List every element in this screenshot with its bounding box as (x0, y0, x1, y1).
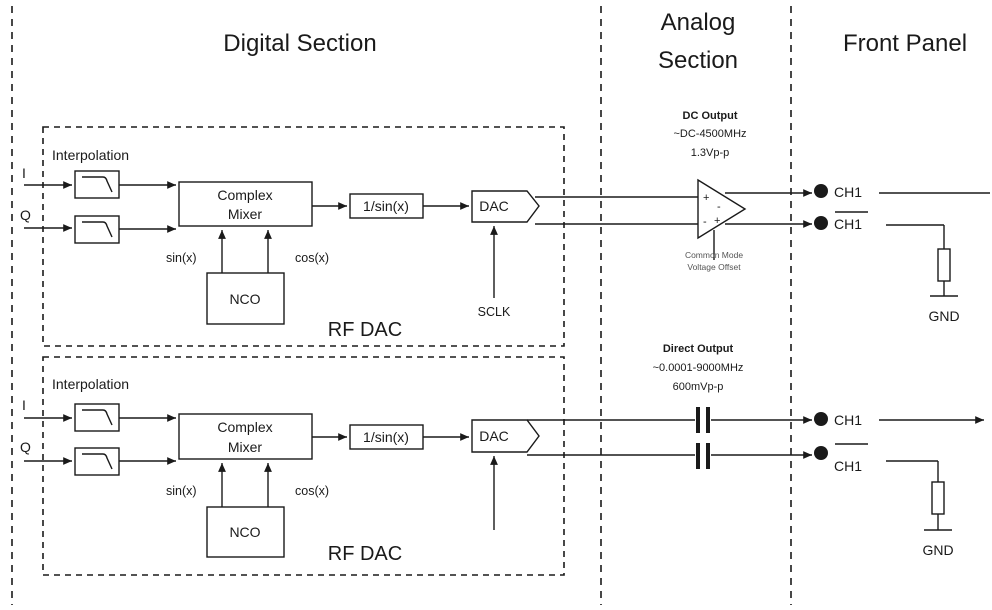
nco-label: NCO (229, 524, 260, 540)
rf-dac-bottom: Interpolation RF DAC I Q Complex Mixer N… (20, 356, 565, 576)
sclk-label: SCLK (478, 305, 511, 319)
sinc-label: 1/sin(x) (363, 198, 409, 214)
lowpass-filter-icon (82, 221, 113, 238)
gnd-label: GND (922, 542, 953, 558)
nco-block (206, 506, 285, 558)
dac-block (471, 419, 540, 453)
front-panel-bottom: CH1 CH1 GND (814, 412, 984, 558)
mixer-label-line2: Mixer (228, 206, 263, 222)
sinc-label: 1/sin(x) (363, 429, 409, 445)
input-q-label: Q (20, 439, 31, 455)
lowpass-filter-icon (82, 176, 113, 193)
mixer-label-line1: Complex (217, 419, 272, 435)
front-panel-top: CH1 CH1 GND (814, 184, 990, 324)
sinc-compensation-block (349, 193, 424, 219)
direct-output-title: Direct Output (663, 343, 734, 355)
input-q-label: Q (20, 207, 31, 223)
mixer-label-line1: Complex (217, 187, 272, 203)
interpolation-label: Interpolation (52, 376, 129, 392)
rf-dac-top: Interpolation RF DAC I Q Complex Mixer N… (20, 126, 565, 347)
amp-plus-inner-icon: - (717, 201, 721, 213)
lowpass-filter-i (74, 170, 120, 199)
sinc-compensation-block (349, 424, 424, 450)
amp-minus-icon: - (703, 216, 707, 228)
termination-resistor (931, 481, 945, 515)
mixer-label-line2: Mixer (228, 439, 263, 455)
cos-label: cos(x) (295, 484, 329, 498)
gnd-label: GND (928, 308, 959, 324)
connector-ch1-bar (814, 446, 828, 460)
complex-mixer (178, 413, 313, 460)
connector-ch1 (814, 412, 828, 426)
input-i-label: I (22, 397, 26, 413)
interpolation-label: Interpolation (52, 147, 129, 163)
dac-label: DAC (479, 428, 509, 444)
dc-output-range: ~DC-4500MHz (673, 128, 746, 140)
connector-ch1-bar (814, 216, 828, 230)
common-mode-label-line1: Common Mode (685, 250, 743, 260)
ch1-bar-label: CH1 (834, 458, 862, 474)
analog-section-title-line2: Section (658, 47, 738, 74)
sin-label: sin(x) (166, 484, 197, 498)
rf-dac-top-boundary (42, 126, 565, 347)
lowpass-filter-i (74, 403, 120, 432)
rf-dac-label: RF DAC (328, 543, 402, 565)
digital-section-title: Digital Section (223, 30, 376, 57)
complex-mixer (178, 181, 313, 227)
ch1-label: CH1 (834, 412, 862, 428)
termination-resistor (937, 248, 951, 282)
lowpass-filter-icon (82, 453, 113, 470)
direct-output-range: ~0.0001-9000MHz (653, 362, 744, 374)
common-mode-label-line2: Voltage Offset (687, 262, 741, 272)
analog-section-title-line1: Analog (661, 9, 736, 36)
dac-block (471, 190, 540, 223)
connector-ch1 (814, 184, 828, 198)
lowpass-filter-q (74, 215, 120, 244)
dc-output-title: DC Output (683, 110, 738, 122)
amp-plus-icon: + (703, 192, 709, 204)
rf-dac-bottom-boundary (42, 356, 565, 576)
dc-output-amplitude: 1.3Vp-p (691, 147, 730, 159)
direct-output-amplitude: 600mVp-p (673, 381, 724, 393)
input-i-label: I (22, 165, 26, 181)
front-panel-title: Front Panel (843, 30, 967, 57)
nco-label: NCO (229, 291, 260, 307)
lowpass-filter-q (74, 447, 120, 476)
lowpass-filter-icon (82, 409, 113, 426)
dac-label: DAC (479, 198, 509, 214)
cos-label: cos(x) (295, 251, 329, 265)
rf-dac-label: RF DAC (328, 319, 402, 341)
direct-output-coupling: Direct Output ~0.0001-9000MHz 600mVp-p (527, 343, 812, 469)
amplifier-symbol (697, 178, 747, 240)
sin-label: sin(x) (166, 251, 197, 265)
ch1-label: CH1 (834, 184, 862, 200)
dc-output-amplifier: DC Output ~DC-4500MHz 1.3Vp-p + - - + Co… (673, 110, 746, 272)
amp-plus-inner2-icon: + (714, 215, 720, 227)
ch1-bar-label: CH1 (834, 216, 862, 232)
nco-block (206, 272, 285, 325)
